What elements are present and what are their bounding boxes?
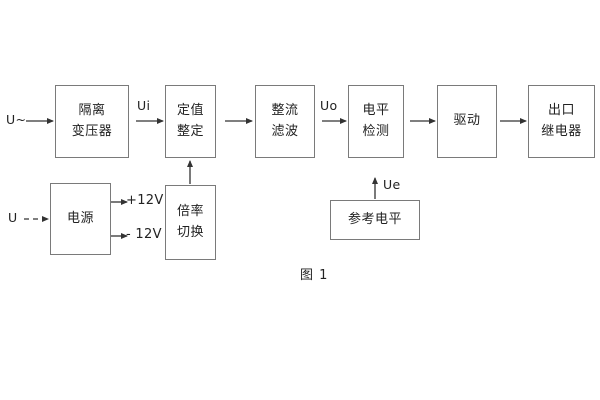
block-ratio-switch-line2: 切换 — [176, 224, 204, 240]
block-drive-line1: 驱动 — [453, 113, 481, 129]
block-isolation-transformer: 隔离 变压器 — [55, 85, 129, 158]
block-rectify-filter-line1: 整流 — [271, 103, 299, 119]
block-ratio-switch-line1: 倍率 — [176, 204, 204, 220]
block-level-detect: 电平 检测 — [348, 85, 404, 158]
label-input-ac: U~ — [6, 112, 27, 127]
block-ratio-switch: 倍率 切换 — [165, 185, 216, 260]
block-isolation-transformer-line2: 变压器 — [71, 123, 113, 139]
block-rectify-filter-line2: 滤波 — [271, 123, 299, 139]
label-ue: Ue — [383, 177, 401, 192]
label-ui: Ui — [137, 98, 151, 113]
block-reference-level: 参考电平 — [330, 200, 420, 240]
block-isolation-transformer-line1: 隔离 — [78, 103, 106, 119]
block-setting-value-line2: 整定 — [176, 123, 204, 139]
block-power-supply-line1: 电源 — [66, 210, 94, 226]
label-rail-positive: +12V — [126, 193, 164, 208]
block-output-relay-line2: 继电器 — [541, 123, 582, 139]
block-output-relay: 出口 继电器 — [528, 85, 595, 158]
block-setting-value: 定值 整定 — [165, 85, 216, 158]
block-level-detect-line1: 电平 — [362, 103, 390, 119]
label-uo: Uo — [320, 98, 338, 113]
block-setting-value-line1: 定值 — [176, 103, 204, 119]
label-rail-negative: - 12V — [126, 227, 162, 242]
block-output-relay-line1: 出口 — [547, 103, 575, 119]
label-input-dc: U — [8, 210, 18, 225]
block-level-detect-line2: 检测 — [362, 123, 390, 139]
block-power-supply: 电源 — [50, 183, 111, 255]
block-rectify-filter: 整流 滤波 — [255, 85, 315, 158]
block-reference-level-line1: 参考电平 — [347, 211, 402, 227]
block-drive: 驱动 — [437, 85, 497, 158]
figure-caption: 图 1 — [300, 268, 329, 283]
